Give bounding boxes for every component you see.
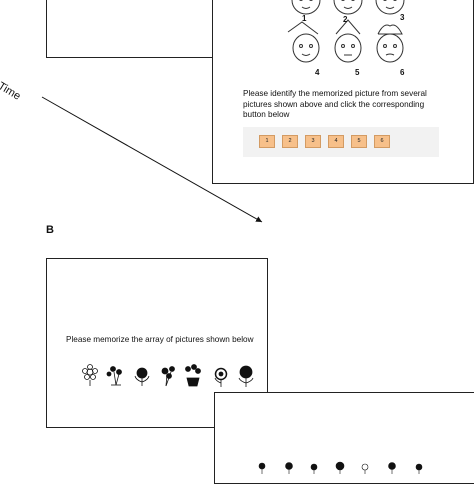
choice-button-1[interactable]: 1 xyxy=(259,135,275,148)
flower-icon xyxy=(82,364,98,386)
flower-icon xyxy=(161,366,175,387)
flower-array xyxy=(82,364,254,387)
flower-icon xyxy=(134,367,150,386)
face-icon xyxy=(287,21,320,63)
face-number: 4 xyxy=(315,68,320,77)
face-number: 5 xyxy=(355,68,360,77)
flower-icon xyxy=(185,364,201,387)
flower-icon xyxy=(214,367,228,387)
face-icon xyxy=(291,0,321,15)
choice-button-3[interactable]: 3 xyxy=(305,135,321,148)
recognition-screen-flowers xyxy=(214,392,474,484)
flower-icon xyxy=(335,461,345,474)
face-icon xyxy=(376,24,404,63)
face-icon xyxy=(334,19,362,63)
flower-icon xyxy=(310,463,318,474)
flower-icon xyxy=(285,462,293,474)
face-array xyxy=(287,0,405,63)
flower-choice-array xyxy=(258,461,423,474)
flower-icon xyxy=(238,365,254,387)
flower-icon xyxy=(361,463,369,474)
panel-label: B xyxy=(46,224,54,236)
memorize-instruction: Please memorize the array of pictures sh… xyxy=(66,335,254,344)
flower-icon xyxy=(258,462,266,474)
face-icon xyxy=(333,0,363,15)
face-number: 3 xyxy=(400,13,405,22)
flower-icon xyxy=(388,462,396,474)
choice-button-5[interactable]: 5 xyxy=(351,135,367,148)
flower-icon xyxy=(415,463,423,474)
face-icon xyxy=(375,0,405,15)
choice-button-bar: 1 2 3 4 5 6 xyxy=(243,127,439,157)
time-arrow xyxy=(41,96,263,223)
choice-button-2[interactable]: 2 xyxy=(282,135,298,148)
face-number: 2 xyxy=(343,15,348,24)
recognition-instruction: Please identify the memorized picture fr… xyxy=(243,89,427,119)
face-number: 6 xyxy=(400,68,405,77)
face-number: 1 xyxy=(302,14,307,23)
choice-button-6[interactable]: 6 xyxy=(374,135,390,148)
choice-button-4[interactable]: 4 xyxy=(328,135,344,148)
flower-icon xyxy=(106,366,122,386)
